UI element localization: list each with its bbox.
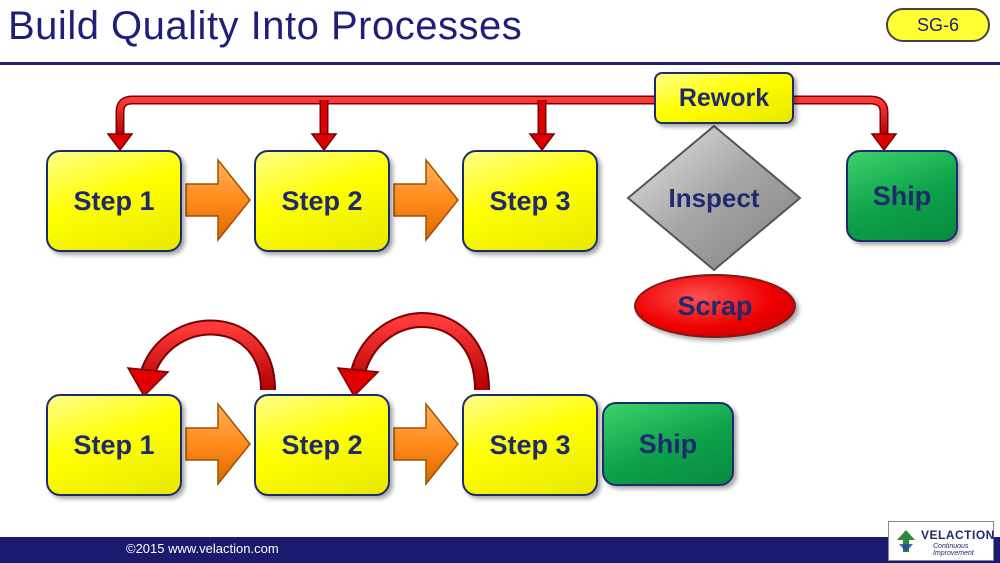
rework-arrowhead-ship	[870, 133, 898, 152]
flow-arrow-top-1	[185, 157, 251, 243]
logo-mark-icon	[897, 530, 915, 552]
title-divider	[0, 62, 1000, 65]
flow-arrow-top-2	[393, 157, 459, 243]
copyright-text: ©2015 www.velaction.com	[126, 541, 279, 556]
flow-arrow-bottom-2	[393, 401, 459, 487]
bottom-step-3: Step 3	[462, 394, 598, 496]
slide-id-badge: SG-6	[886, 8, 990, 42]
page-title: Build Quality Into Processes	[8, 4, 523, 48]
footer-bar	[0, 537, 1000, 563]
scrap-oval: Scrap	[634, 274, 796, 338]
top-step-3: Step 3	[462, 150, 598, 252]
inspect-label: Inspect	[668, 182, 760, 213]
logo-name: VELACTION	[921, 528, 995, 542]
top-ship: Ship	[846, 150, 958, 242]
feedback-arrow-step2-to-step1	[126, 319, 276, 398]
logo-tagline: Continuous Improvement	[933, 543, 974, 557]
velaction-logo: VELACTION Continuous Improvement	[888, 521, 994, 561]
inspect-diamond	[626, 124, 802, 272]
feedback-arrow-step3-to-step2	[336, 312, 490, 398]
top-step-2: Step 2	[254, 150, 390, 252]
rework-arrowhead-step1	[106, 133, 134, 152]
flow-arrow-bottom-1	[185, 401, 251, 487]
bottom-step-1: Step 1	[46, 394, 182, 496]
bottom-step-2: Step 2	[254, 394, 390, 496]
top-step-1: Step 1	[46, 150, 182, 252]
rework-return-line	[115, 95, 889, 136]
rework-arrowhead-step3	[528, 133, 556, 152]
bottom-ship: Ship	[602, 402, 734, 486]
rework-arrowhead-step2	[310, 133, 338, 152]
rework-label: Rework	[654, 72, 794, 124]
